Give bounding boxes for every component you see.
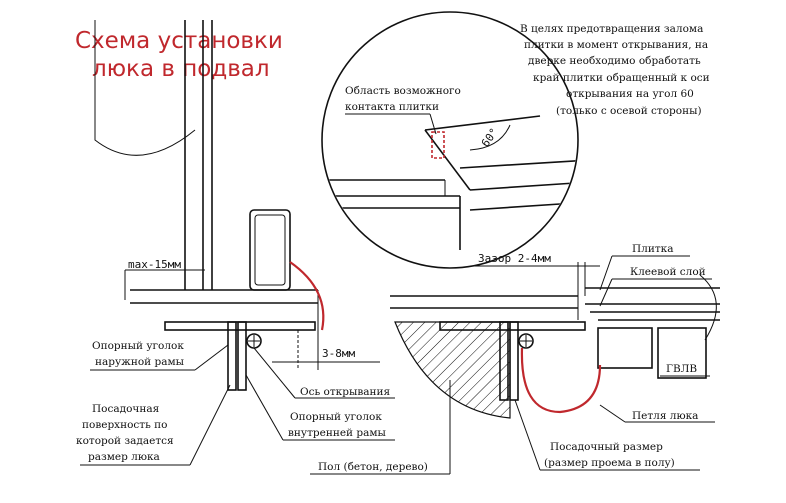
outer-angle-leg-right (499, 321, 509, 401)
contact-area (431, 131, 445, 159)
gvlv-block (657, 327, 707, 379)
inner-angle-leg (237, 321, 247, 391)
label-floor: Пол (бетон, дерево) (318, 461, 428, 473)
note-line: В целях предотвращения залома (520, 23, 703, 35)
gap-dimension: 3-8мм (322, 347, 355, 360)
angle-label: 60° (479, 126, 501, 150)
label-outer-angle: Опорный уголок (92, 340, 184, 352)
callout-circle (321, 11, 579, 269)
label-seat-size: (размер проема в полу) (544, 457, 675, 469)
label-outer-angle: наружной рамы (95, 356, 184, 368)
label-inner-angle: Опорный уголок (290, 411, 382, 423)
door-block (249, 209, 291, 291)
label-seat-size: Посадочный размер (550, 441, 663, 453)
note-line: плитки в момент открывания, на (524, 39, 708, 51)
warning-note: В целях предотвращения залома плитки в м… (520, 23, 710, 117)
label-hinge: Петля люка (632, 410, 698, 422)
label-axis: Ось открывания (300, 386, 390, 398)
label-seat: поверхность по (82, 419, 167, 431)
label-seat: Посадочная (92, 403, 160, 415)
door-body (597, 327, 653, 369)
note-line: край плитки обращенный к оси (533, 72, 710, 84)
outer-angle-plate (164, 321, 316, 331)
note-line: (только с осевой стороны) (556, 105, 702, 117)
floor-hatch (394, 321, 511, 419)
note-line: открывания на угол 60 (566, 88, 694, 100)
label-tile: Плитка (632, 243, 673, 255)
outer-angle-leg (227, 321, 237, 391)
door-block-inner (254, 214, 286, 286)
callout-label: Область возможного (345, 85, 461, 97)
clearance-dimension: Зазор 2-4мм (478, 252, 551, 265)
label-seat: которой задается (76, 435, 174, 447)
diagram-title-line2: люка в подвал (92, 56, 270, 82)
axis-circle-right (518, 333, 534, 349)
label-gvlv: ГВЛВ (666, 363, 697, 375)
wall-outline (94, 20, 196, 156)
right-detail: Зазор 2-4мм (390, 252, 720, 419)
label-seat: размер люка (88, 451, 160, 463)
max-dimension: max-15мм (128, 258, 181, 271)
hinge-curve-right (520, 347, 602, 414)
inner-angle-leg-right (509, 321, 519, 401)
label-glue: Клеевой слой (630, 266, 706, 278)
callout-label: контакта плитки (345, 101, 439, 113)
contact-callout: 60° Область возможного контакта плитки (321, 11, 579, 269)
left-detail: max-15мм 3-8мм (94, 20, 380, 391)
diagram-title-line1: Схема установки (75, 28, 283, 54)
label-inner-angle: внутренней рамы (288, 427, 386, 439)
hinge-curve (289, 261, 325, 331)
note-line: дверке необходимо обработать (528, 55, 701, 67)
